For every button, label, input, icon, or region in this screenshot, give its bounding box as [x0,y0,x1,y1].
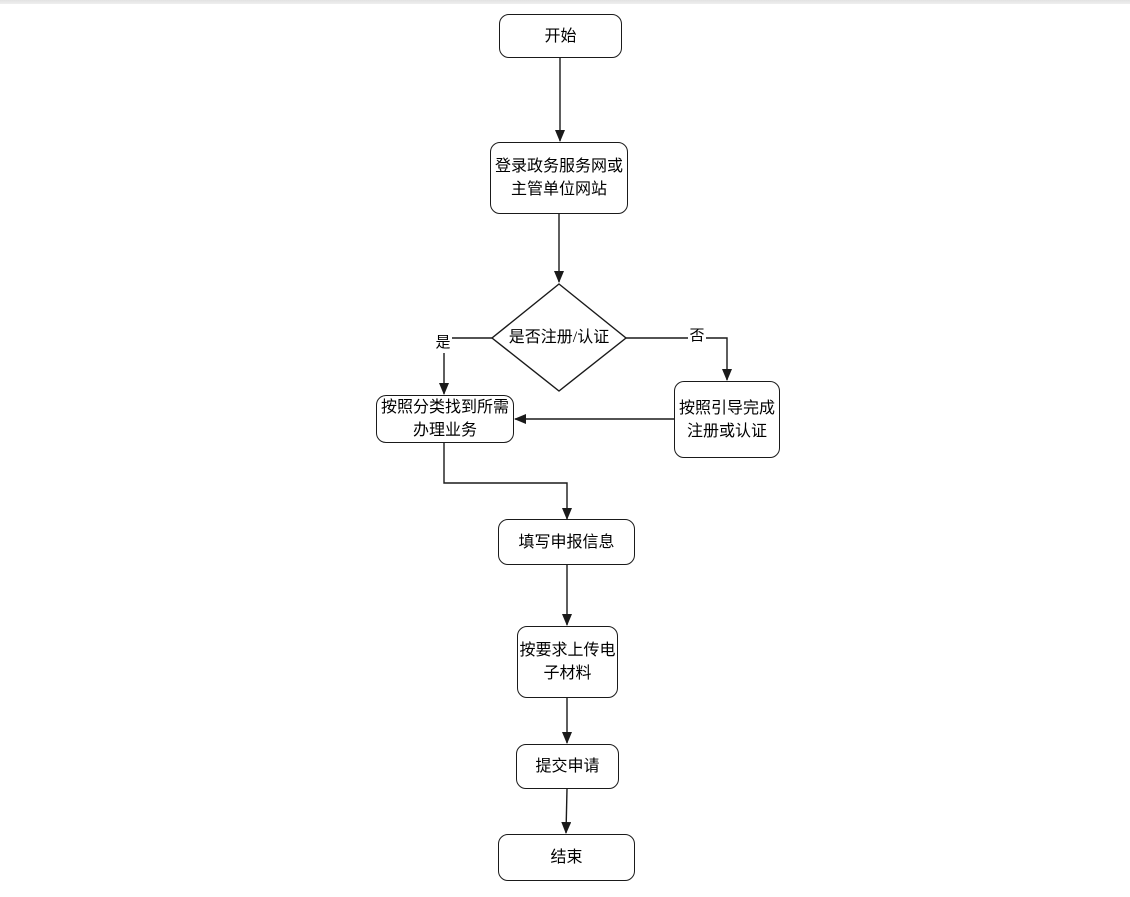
flow-node-decision-label: 是否注册/认证 [508,329,610,346]
flow-node-fill-info: 填写申报信息 [498,519,635,565]
edge-submit-end [561,788,572,834]
flow-node-upload-materials: 按要求上传电 子材料 [517,626,618,698]
flow-node-submit: 提交申请 [516,744,619,789]
flow-node-login: 登录政务服务网或 主管单位网站 [490,142,628,214]
flow-node-end: 结束 [498,834,635,881]
edge-decision-register-no [626,337,732,381]
flow-node-register: 按照引导完成 注册或认证 [674,381,780,458]
flow-node-find-service: 按照分类找到所需 办理业务 [376,395,514,443]
edge-find-fill [443,443,572,520]
edge-label-yes: 是 [434,334,452,353]
page-top-edge [0,0,1130,4]
flow-node-start: 开始 [499,14,622,58]
edge-label-no: 否 [688,327,706,346]
